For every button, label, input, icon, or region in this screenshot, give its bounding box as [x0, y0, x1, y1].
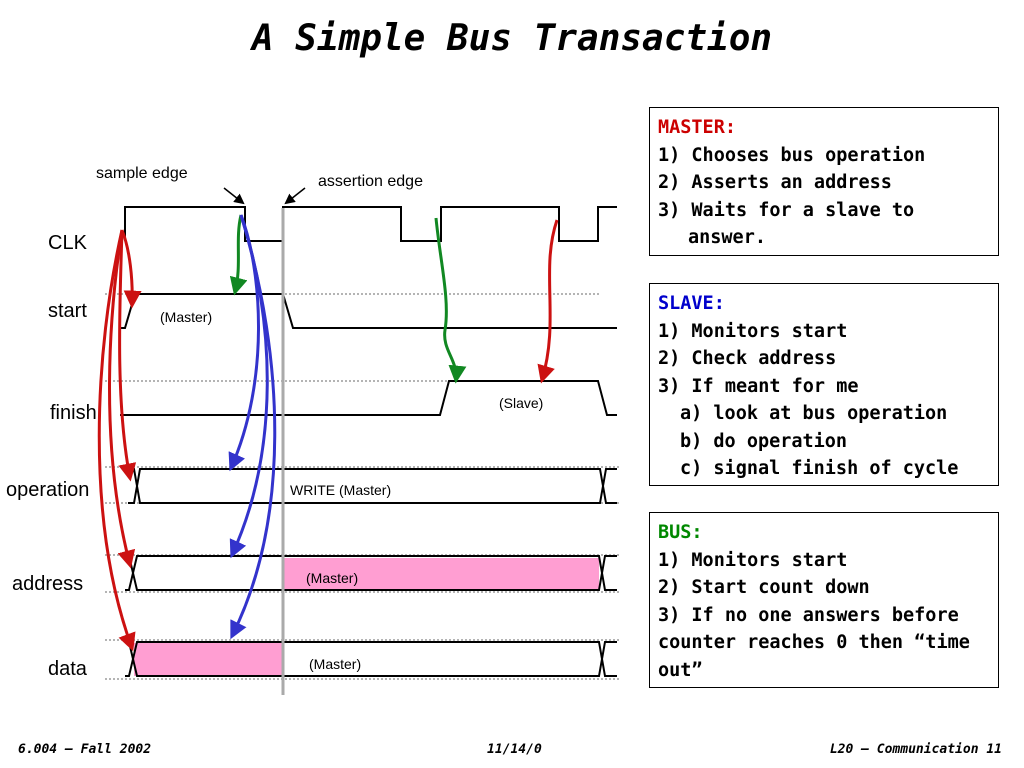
- operation-value-label: WRITE (Master): [290, 482, 391, 498]
- signal-label-operation: operation: [6, 479, 89, 501]
- master-box-line: 3) Waits for a slave to: [658, 199, 915, 221]
- page-title: A Simple Bus Transaction: [251, 18, 773, 59]
- master-box-line: 1) Chooses bus operation: [658, 144, 926, 166]
- assertion-edge-pointer: [284, 187, 306, 205]
- start-waveform: [120, 293, 617, 329]
- start-driver-label: (Master): [160, 309, 212, 325]
- master-box-line: answer.: [688, 227, 766, 248]
- signal-label-start: start: [48, 300, 87, 322]
- data-driver-label: (Master): [309, 656, 361, 672]
- footer-lecture: L20 – Communication 11: [829, 742, 1002, 757]
- slave-box-line: a) look at bus operation: [680, 403, 948, 424]
- slave-box-header: SLAVE:: [658, 293, 725, 314]
- bus-arrows: [228, 214, 277, 640]
- signal-label-clk: CLK: [48, 232, 88, 254]
- address-highlight: [283, 558, 599, 590]
- master-box-header: MASTER:: [658, 117, 736, 138]
- slave-box-line: 1) Monitors start: [658, 320, 848, 342]
- master-box: MASTER: 1) Chooses bus operation 2) Asse…: [649, 107, 999, 256]
- bus-box-line: 1) Monitors start: [658, 549, 848, 571]
- bus-box-header: BUS:: [658, 522, 703, 543]
- sample-edge-label: sample edge: [96, 165, 188, 182]
- slave-box: SLAVE: 1) Monitors start 2) Check addres…: [649, 283, 999, 486]
- slave-box-line: c) signal finish of cycle: [680, 458, 959, 479]
- signal-label-address: address: [12, 573, 83, 595]
- slave-box-line: b) do operation: [680, 430, 848, 452]
- footer-course: 6.004 – Fall 2002: [18, 742, 152, 757]
- signal-label-data: data: [48, 658, 88, 680]
- master-arrows: [97, 219, 559, 652]
- address-driver-label: (Master): [306, 570, 358, 586]
- master-box-line: 2) Asserts an address: [658, 172, 892, 193]
- assertion-edge-label: assertion edge: [318, 173, 423, 190]
- bus-box-line: 3) If no one answers before counter reac…: [658, 604, 970, 681]
- signal-label-finish: finish: [50, 402, 97, 424]
- footer-date: 11/14/0: [487, 742, 542, 757]
- sample-arrows: [229, 214, 467, 384]
- bus-box: BUS: 1) Monitors start 2) Start count do…: [649, 512, 999, 688]
- clk-waveform: [124, 206, 617, 242]
- bus-box-line: 2) Start count down: [658, 577, 870, 598]
- finish-driver-label: (Slave): [499, 395, 543, 411]
- slave-box-line: 2) Check address: [658, 348, 837, 369]
- data-highlight: [134, 643, 282, 676]
- slave-box-line: 3) If meant for me: [658, 375, 859, 397]
- finish-waveform: [120, 380, 617, 416]
- sample-edge-pointer: [223, 187, 245, 205]
